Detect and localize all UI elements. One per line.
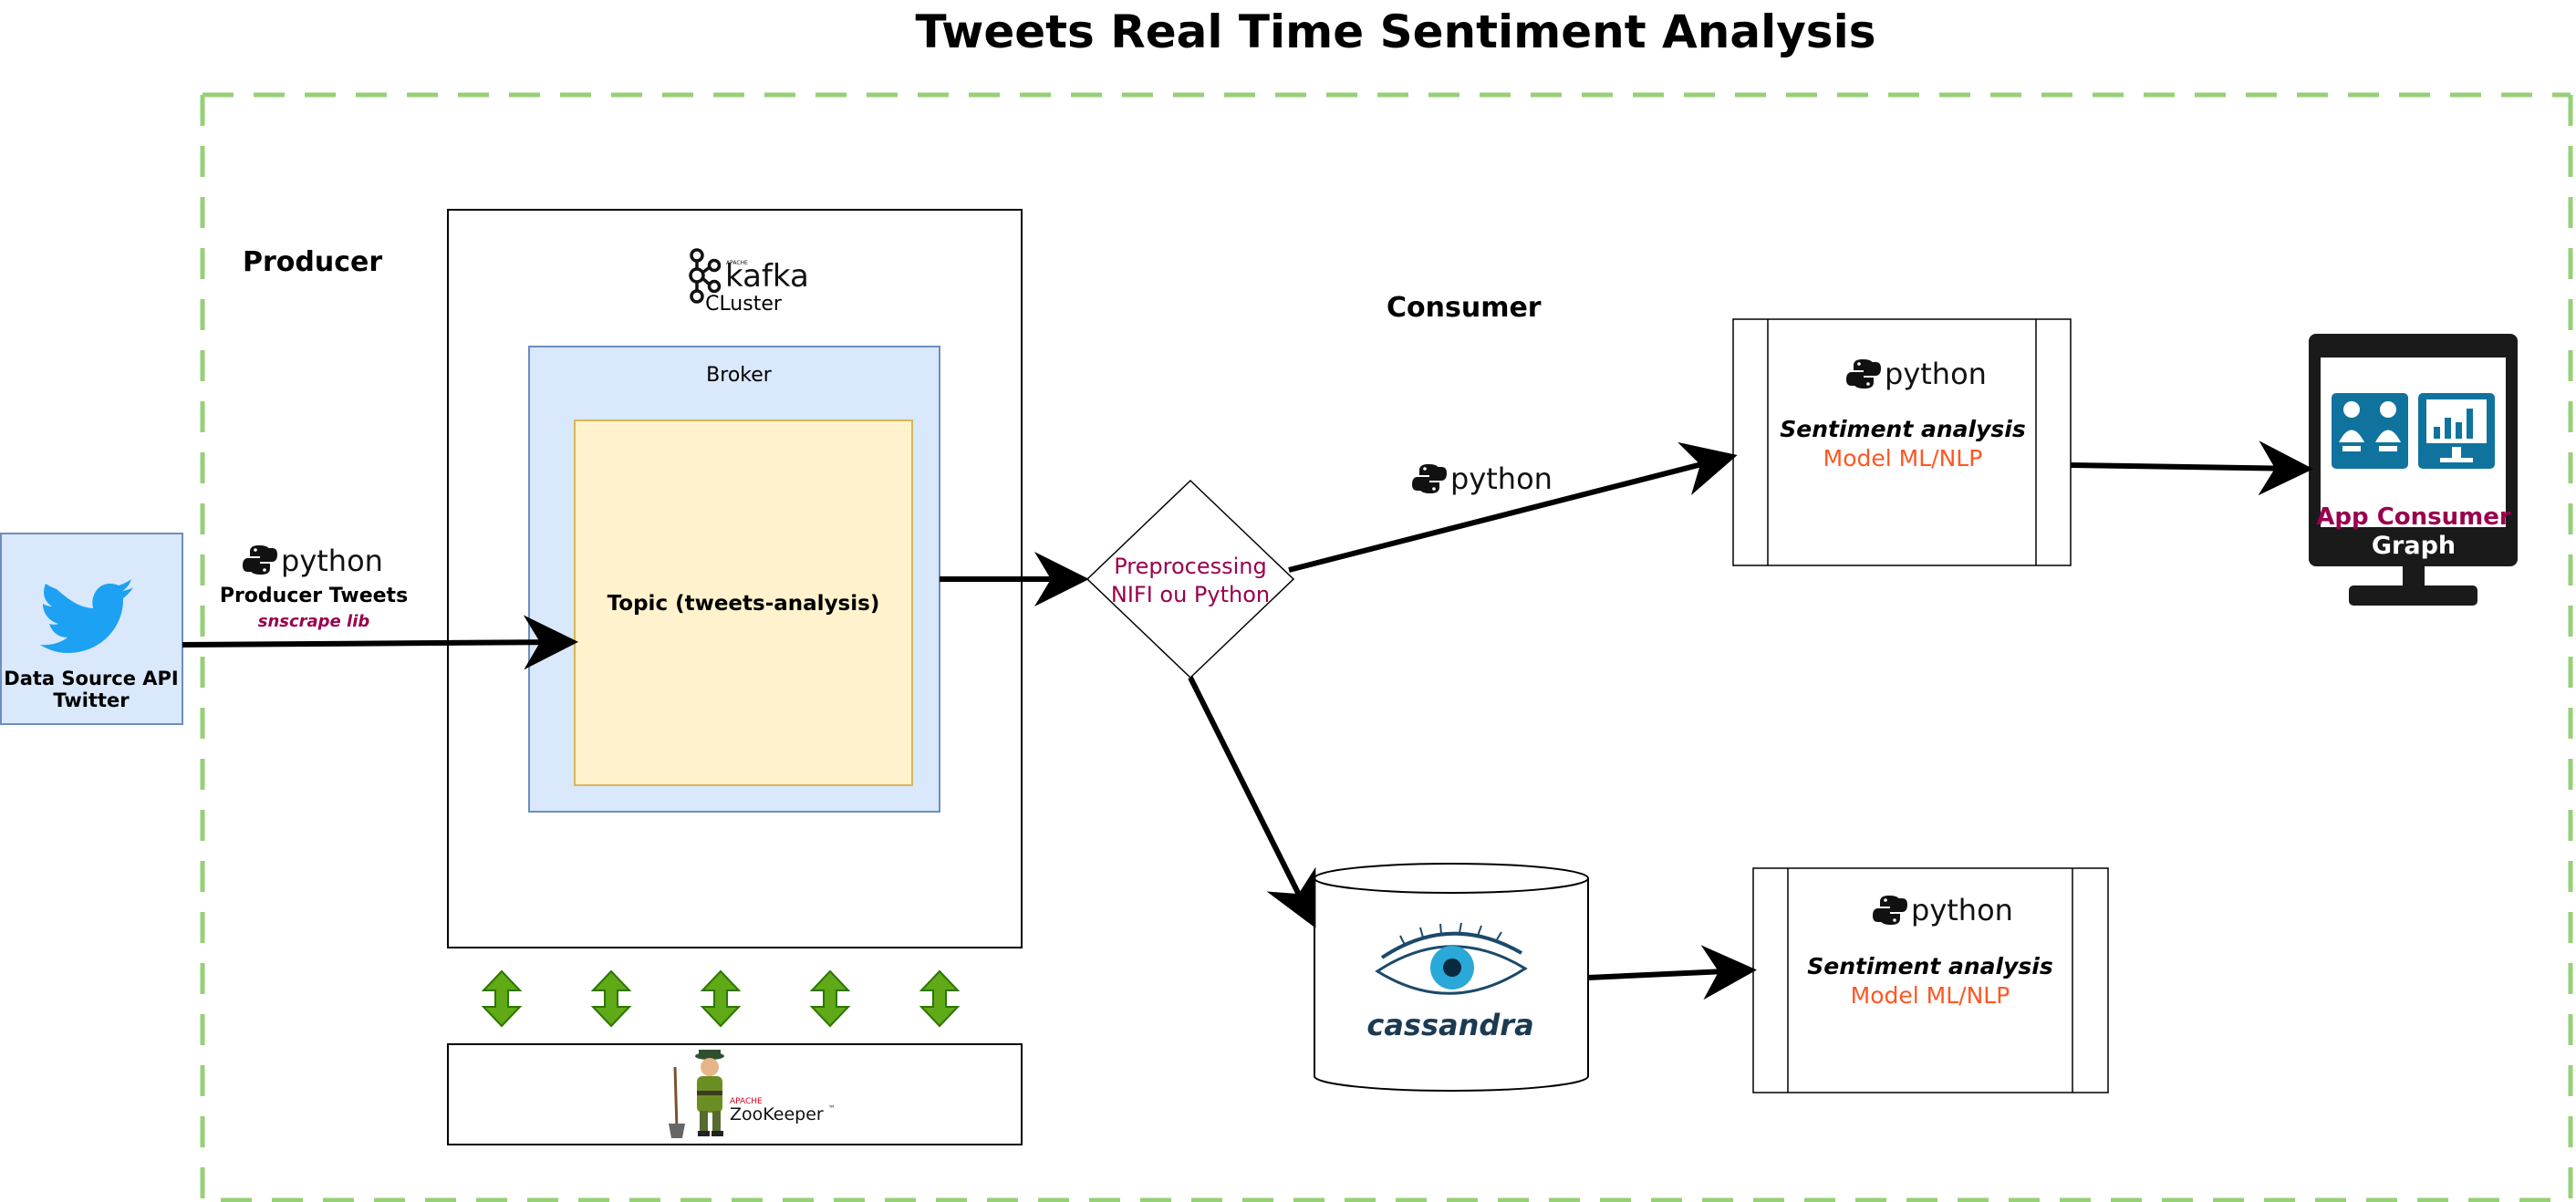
twitter-bird-icon (40, 579, 133, 653)
zookeeper-box (447, 1043, 1023, 1145)
zookeeper-sync-arrow-4 (811, 970, 849, 1027)
model-bottom-subtitle: Model ML/NLP (1851, 982, 2010, 1009)
arrow-cassandra-to-model (1587, 945, 1757, 1000)
arrow-source-to-topic (182, 615, 578, 670)
model-bottom-python-logo: python (1873, 893, 2013, 927)
model-box-bottom (1752, 867, 2109, 1093)
kafka-icon (689, 248, 722, 304)
preprocessing-label-line1: Preprocessing (1114, 554, 1267, 579)
preprocessing-node (1085, 479, 1295, 679)
producer-library: snscrape lib (258, 612, 370, 631)
producer-python-logo: python (243, 544, 383, 578)
python-wordmark: python (1911, 893, 2013, 927)
python-icon (243, 545, 277, 575)
zookeeper-sync-arrow-3 (701, 970, 740, 1027)
cassandra-label: cassandra (1366, 1008, 1533, 1042)
model-top-python-logo: python (1846, 357, 1987, 391)
zookeeper-small-label: APACHE (730, 1097, 763, 1106)
consumer-section-label: Consumer (1387, 292, 1542, 324)
app-consumer-monitor-icon (2309, 334, 2518, 606)
zookeeper-sync-arrow-5 (920, 970, 959, 1027)
data-source-label-line2: Twitter (53, 689, 130, 711)
model-box-top (1732, 318, 2072, 566)
python-wordmark: python (1450, 461, 1553, 496)
data-source-label-line1: Data Source API (4, 668, 178, 689)
kafka-wordmark: kafka (725, 258, 809, 295)
producer-caption: Producer Tweets (220, 585, 408, 607)
flow-arrows (182, 440, 2313, 1000)
cassandra-eye-icon (1375, 922, 1528, 995)
preprocessing-label-line2: NIFI ou Python (1111, 582, 1270, 607)
kafka-logo: APACHE kafka (689, 248, 809, 304)
data-source-twitter: Data Source API Twitter (0, 533, 183, 725)
zookeeper-keeper-icon (669, 1050, 724, 1138)
python-wordmark: python (281, 544, 383, 578)
model-top-subtitle: Model ML/NLP (1823, 445, 1983, 471)
kafka-cluster-label: CLuster (705, 293, 783, 316)
zookeeper-trademark: ™ (828, 1104, 836, 1113)
app-consumer-title: App Consumer (2316, 503, 2511, 531)
consumer-python-logo: python (1412, 461, 1553, 496)
model-bottom-title: Sentiment analysis (1807, 953, 2052, 979)
kafka-logo-small: APACHE (726, 260, 748, 266)
topic-box (574, 420, 913, 786)
diagram-title: Tweets Real Time Sentiment Analysis (916, 5, 1876, 58)
producer-section-label: Producer (243, 246, 382, 278)
arrow-preprocessing-to-model (1288, 441, 1738, 573)
python-wordmark: python (1885, 357, 1987, 391)
topic-label: Topic (tweets-analysis) (608, 592, 880, 616)
model-top-title: Sentiment analysis (1780, 416, 2025, 442)
zookeeper-name: ZooKeeper (730, 1104, 824, 1124)
python-icon (1412, 464, 1447, 493)
zookeeper-sync-arrow-2 (592, 970, 630, 1027)
zookeeper-sync-arrow-1 (483, 970, 521, 1027)
app-consumer-subtitle: Graph (2372, 532, 2456, 560)
arrow-model-to-app (2070, 440, 2313, 496)
broker-label: Broker (706, 364, 773, 387)
arrow-preprocessing-to-cassandra (1188, 676, 1316, 928)
system-boundary (200, 92, 2571, 1202)
